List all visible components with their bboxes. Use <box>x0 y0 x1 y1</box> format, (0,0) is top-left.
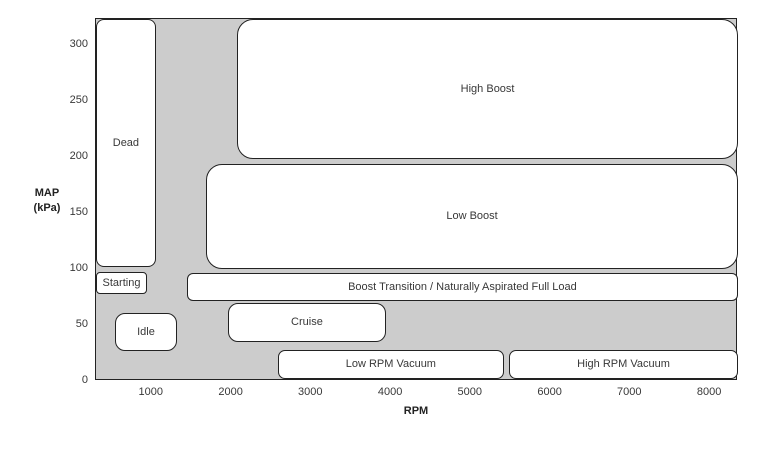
region-idle: Idle <box>115 312 177 351</box>
region-low-boost: Low Boost <box>206 163 738 269</box>
y-tick-label-50: 50 <box>75 318 88 330</box>
region-label: Low Boost <box>446 210 498 223</box>
region-label: Cruise <box>291 316 323 329</box>
region-label: High Boost <box>460 83 515 96</box>
region-label: High RPM Vacuum <box>577 358 670 371</box>
x-tick-label-6000: 6000 <box>537 386 562 398</box>
x-tick-label-2000: 2000 <box>218 386 243 398</box>
region-cruise: Cruise <box>228 302 386 342</box>
region-label: Starting <box>102 276 141 289</box>
region-label: Low RPM Vacuum <box>345 358 436 371</box>
region-label: Boost Transition / Naturally Aspirated F… <box>348 281 577 294</box>
x-tick-label-3000: 3000 <box>298 386 323 398</box>
x-axis-title: RPM <box>403 405 429 417</box>
region-label: Dead <box>112 136 140 149</box>
x-tick-label-8000: 8000 <box>696 386 722 398</box>
region-starting: Starting <box>96 272 147 294</box>
y-tick-label-100: 100 <box>69 261 88 274</box>
y-axis-title: MAP (kPa) <box>16 186 78 216</box>
region-boost-transition-naturally-aspirated-full-load: Boost Transition / Naturally Aspirated F… <box>186 273 738 302</box>
region-dead: Dead <box>96 19 156 267</box>
y-tick-label-300: 300 <box>69 37 88 50</box>
y-tick-label-150: 150 <box>69 205 88 218</box>
x-tick-label-7000: 7000 <box>617 386 642 398</box>
y-tick-label-0: 0 <box>81 374 88 386</box>
y-axis-title-line2: (kPa) <box>33 202 61 214</box>
region-high-boost: High Boost <box>237 19 738 160</box>
x-tick-label-1000: 1000 <box>138 386 164 398</box>
y-axis-title-line1: MAP <box>34 187 60 199</box>
region-label: Idle <box>137 325 155 338</box>
y-tick-label-200: 200 <box>69 149 88 162</box>
region-low-rpm-vacuum: Low RPM Vacuum <box>277 349 504 379</box>
x-tick-label-5000: 5000 <box>457 386 483 398</box>
y-tick-label-250: 250 <box>69 93 88 106</box>
x-tick-label-4000: 4000 <box>377 386 403 398</box>
region-high-rpm-vacuum: High RPM Vacuum <box>509 349 738 379</box>
